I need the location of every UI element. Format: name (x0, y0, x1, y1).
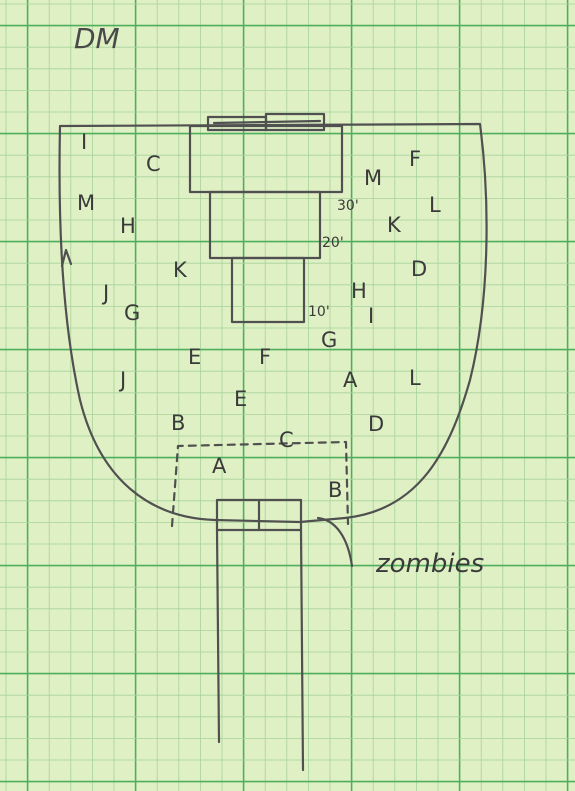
token: F (259, 345, 271, 369)
token: I (81, 130, 87, 154)
depth-marker-10: 10' (308, 304, 330, 320)
token: H (351, 279, 367, 303)
token: A (343, 368, 358, 392)
token: M (77, 191, 95, 215)
token: K (387, 213, 402, 237)
token: H (120, 214, 136, 238)
token: L (409, 366, 421, 390)
token: G (124, 301, 140, 325)
token: D (368, 412, 384, 436)
depth-marker-20: 20' (322, 235, 344, 251)
token: B (171, 411, 185, 435)
token: E (234, 387, 247, 411)
token: M (364, 166, 382, 190)
top-platform (190, 126, 342, 192)
callout-pointer (318, 518, 352, 566)
token: J (101, 281, 109, 305)
token: K (173, 258, 188, 282)
token: F (409, 147, 421, 171)
token: E (188, 345, 201, 369)
token: A (212, 454, 227, 478)
depth-marker-30: 30' (337, 198, 359, 214)
token: L (429, 193, 441, 217)
corridor-left-wall (217, 530, 219, 742)
token: J (118, 368, 126, 392)
token: B (328, 478, 342, 502)
token: G (321, 328, 337, 352)
token: C (146, 152, 161, 176)
altar-seam (214, 121, 320, 123)
token: I (368, 304, 374, 328)
token: C (279, 428, 294, 452)
token: D (411, 257, 427, 281)
map-title: DM (74, 22, 120, 55)
zombies-callout: zombies (375, 549, 484, 579)
